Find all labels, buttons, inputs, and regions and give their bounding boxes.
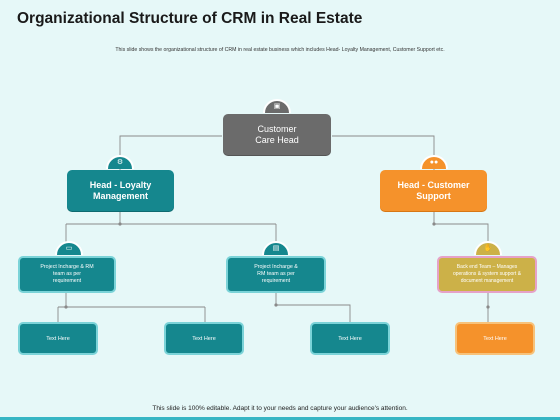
leaf-text-here-4[interactable]: Text Here <box>455 322 535 355</box>
connector-support-down <box>433 210 489 252</box>
node-label-line3: requirement <box>52 278 82 284</box>
node-head-loyalty[interactable]: Head - Loyalty Management <box>67 170 174 211</box>
node-label-line2: Support <box>416 190 451 201</box>
node-label-line2: Care Head <box>255 134 299 145</box>
building-icon: ▣ <box>263 99 291 113</box>
connector-dot <box>486 305 490 309</box>
node-label-line1: Back end Team – Manages <box>456 264 518 270</box>
leaf-label: Text Here <box>338 335 362 342</box>
connector-root-right <box>332 135 435 170</box>
node-label-line1: Project Incharge & <box>254 264 298 270</box>
connector-subleft-branch <box>57 292 206 322</box>
node-label-line1: Head - Customer <box>397 179 470 190</box>
node-label-line3: requirement <box>261 278 291 284</box>
leaf-text-here-1[interactable]: Text Here <box>18 322 98 355</box>
connector-dot <box>118 222 122 226</box>
money-icon: ▭ <box>55 241 83 255</box>
node-label-line2: RM team as per <box>257 271 295 277</box>
gear-icon: ⚙ <box>106 155 134 169</box>
connector-loyalty-branch <box>65 223 277 252</box>
node-label-line1: Customer <box>257 123 297 134</box>
node-label-line2: team as per <box>53 271 81 277</box>
people-icon: ●● <box>420 155 448 169</box>
node-label-line3: document management <box>460 278 514 284</box>
connector-dot <box>274 303 278 307</box>
leaf-label: Text Here <box>483 335 507 342</box>
connector-dot <box>64 305 68 309</box>
connector-root-left <box>119 135 222 170</box>
leaf-text-here-3[interactable]: Text Here <box>310 322 390 355</box>
footer-note: This slide is 100% editable. Adapt it to… <box>152 405 408 412</box>
node-project-incharge-left[interactable]: Project Incharge & RM team as per requir… <box>18 256 116 293</box>
page-title: Organizational Structure of CRM in Real … <box>17 10 363 27</box>
node-project-incharge-mid[interactable]: Project Incharge & RM team as per requir… <box>226 256 326 293</box>
page-subtitle: This slide shows the organizational stru… <box>115 47 445 53</box>
handshake-icon: ✋ <box>474 241 502 255</box>
node-label-line1: Project Incharge & RM <box>40 264 94 270</box>
connector-dot <box>432 222 436 226</box>
node-label-line2: operations & system support & <box>452 271 522 277</box>
leaf-label: Text Here <box>192 335 216 342</box>
node-head-support[interactable]: Head - Customer Support <box>380 170 487 211</box>
leaf-text-here-2[interactable]: Text Here <box>164 322 244 355</box>
bottom-accent-strip <box>0 417 560 420</box>
node-label-line2: Management <box>92 190 148 201</box>
leaf-label: Text Here <box>46 335 70 342</box>
node-customer-care-head[interactable]: Customer Care Head <box>223 114 331 155</box>
document-icon: ▤ <box>262 241 290 255</box>
node-label-line1: Head - Loyalty <box>89 179 152 190</box>
node-back-end-team[interactable]: Back end Team – Manages operations & sys… <box>437 256 537 293</box>
connector-submid-branch <box>275 292 351 322</box>
